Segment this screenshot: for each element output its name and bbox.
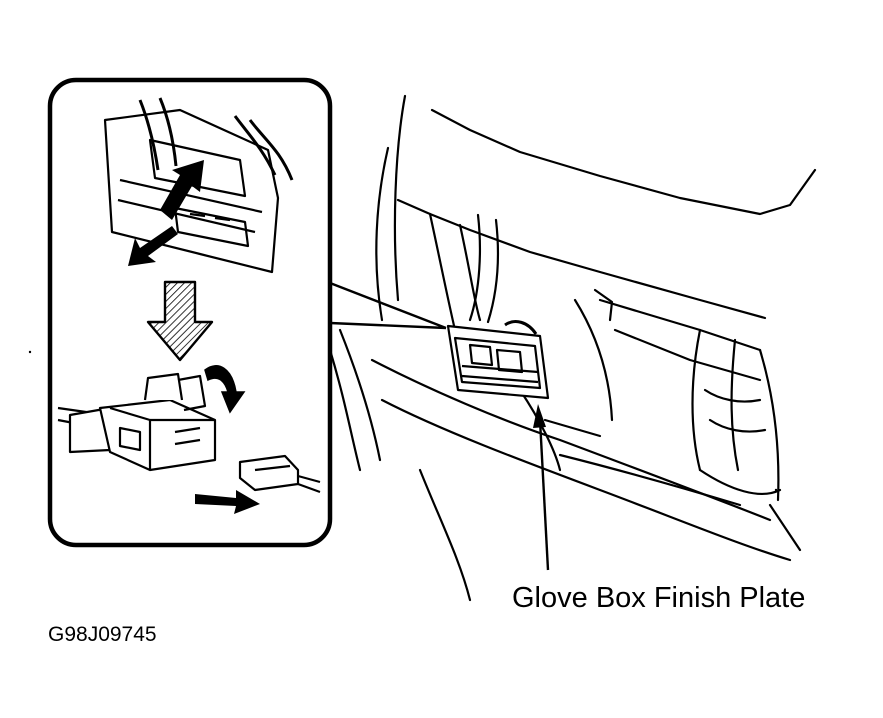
step-down-arrow <box>146 280 214 362</box>
callout-arrow <box>533 404 550 571</box>
callout-label: Glove Box Finish Plate <box>512 582 806 614</box>
connector-detail-bottom <box>57 372 321 494</box>
connector-detail-top <box>103 97 294 274</box>
dashboard-line-art <box>328 94 817 602</box>
scan-dots <box>28 350 778 492</box>
pull-arrow <box>128 226 178 266</box>
push-arrow <box>160 160 204 220</box>
slide-arrow <box>195 490 260 514</box>
figure-id: G98J09745 <box>48 623 157 646</box>
rotate-arrow <box>204 365 246 414</box>
glove-box-connector <box>446 320 550 400</box>
inset-detail <box>47 77 333 548</box>
inset-leader <box>329 281 447 330</box>
